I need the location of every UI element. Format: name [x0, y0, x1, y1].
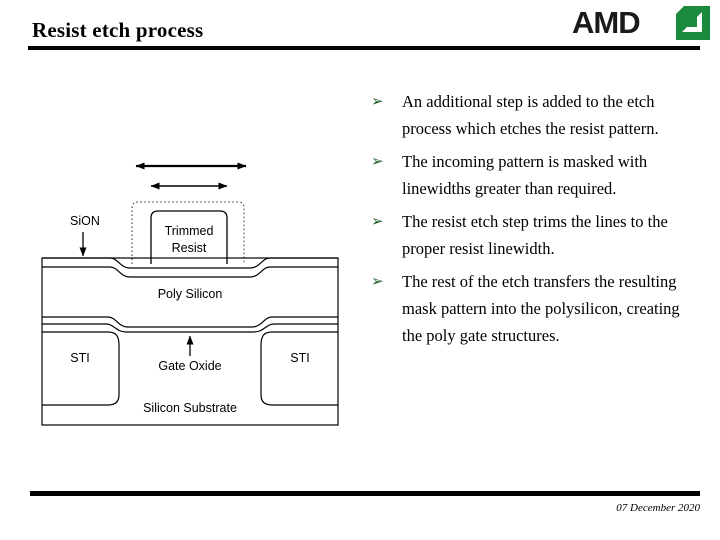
list-item-text: The rest of the etch transfers the resul… [402, 272, 680, 345]
page-title: Resist etch process [32, 18, 204, 42]
bullet-arrow-icon: ➢ [371, 152, 384, 170]
poly-silicon-label: Poly Silicon [158, 287, 223, 301]
trimmed-resist-label-line1: Trimmed [165, 224, 214, 238]
amd-arrow-icon [676, 6, 710, 40]
sion-top-surface [42, 257, 338, 269]
bullet-arrow-icon: ➢ [371, 212, 384, 230]
stack-outline [41, 257, 339, 426]
list-item: ➢ The resist etch step trims the lines t… [368, 208, 694, 262]
footer-divider [30, 491, 700, 496]
list-item-text: An additional step is added to the etch … [402, 92, 659, 138]
gate-oxide-line [42, 323, 338, 333]
list-item-text: The resist etch step trims the lines to … [402, 212, 668, 258]
trimmed-resist-label-line2: Resist [172, 241, 207, 255]
silicon-substrate-label: Silicon Substrate [143, 401, 237, 415]
list-item-text: The incoming pattern is masked with line… [402, 152, 648, 198]
amd-wordmark: AMD [572, 5, 641, 40]
sti-right-boundary [260, 331, 338, 406]
transistor-cross-section-diagram: Trimmed Resist SiON Poly Silicon STI STI… [41, 162, 339, 426]
title-divider [28, 46, 700, 50]
original-resist-dotted-outline [131, 201, 245, 264]
sion-label: SiON [70, 214, 100, 228]
list-item: ➢ The rest of the etch transfers the res… [368, 268, 694, 349]
amd-logo: AMD [572, 2, 712, 44]
trimmed-resist-block [150, 210, 228, 264]
list-item: ➢ An additional step is added to the etc… [368, 88, 694, 142]
sti-left-label: STI [70, 351, 89, 365]
poly-bottom-interface [42, 316, 338, 328]
gate-oxide-label: Gate Oxide [158, 359, 221, 373]
sti-right-label: STI [290, 351, 309, 365]
bullet-arrow-icon: ➢ [371, 92, 384, 110]
bullet-arrow-icon: ➢ [371, 272, 384, 290]
sion-bottom-surface [42, 266, 338, 278]
list-item: ➢ The incoming pattern is masked with li… [368, 148, 694, 202]
bullet-list: ➢ An additional step is added to the etc… [368, 88, 694, 355]
sti-left-boundary [42, 331, 120, 406]
footer-date: 07 December 2020 [616, 502, 700, 514]
